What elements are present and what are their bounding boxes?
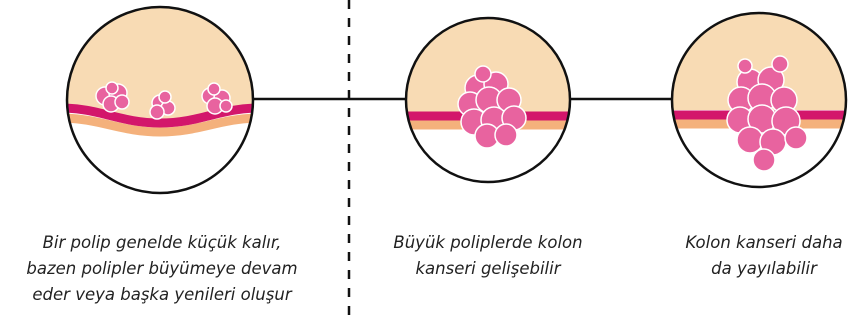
stage-2-caption: Büyük poliplerde kolon kanseri gelişebil… xyxy=(370,230,606,282)
stage-3-circle xyxy=(660,0,860,200)
stage-2-caption-line: kanseri gelişebilir xyxy=(370,256,606,282)
stage-1-caption-line: bazen polipler büyümeye devam xyxy=(12,256,312,282)
stage-3-caption-line: Kolon kanseri daha xyxy=(666,230,862,256)
stage-1-caption-line: eder veya başka yenileri oluşur xyxy=(12,282,312,308)
stage-2-circle xyxy=(400,10,580,190)
stage-1-caption: Bir polip genelde küçük kalır, bazen pol… xyxy=(12,230,312,308)
stage-3-caption: Kolon kanseri daha da yayılabilir xyxy=(666,230,862,282)
stage-3-caption-line: da yayılabilir xyxy=(666,256,862,282)
stage-1-circle xyxy=(60,0,260,210)
stage-1-caption-line: Bir polip genelde küçük kalır, xyxy=(12,230,312,256)
stage-2-caption-line: Büyük poliplerde kolon xyxy=(370,230,606,256)
